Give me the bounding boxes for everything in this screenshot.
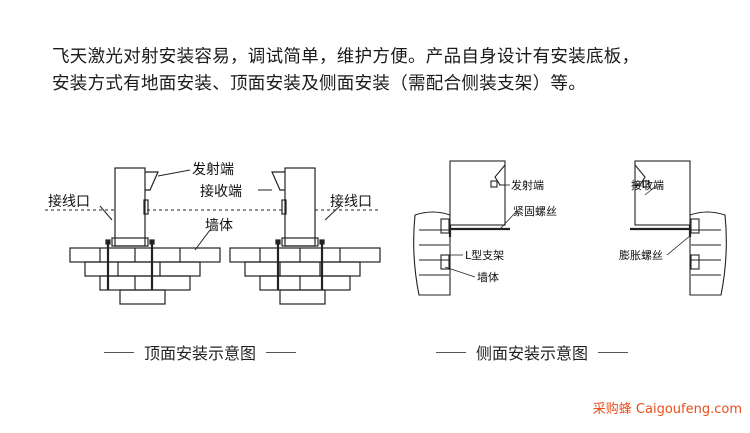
- caption-dash-left: [104, 351, 134, 353]
- label-receiver: 接收端: [200, 183, 242, 200]
- right-wall: [229, 247, 381, 305]
- left-wall-side: [413, 211, 451, 296]
- caption-dash-right: [266, 351, 297, 353]
- label-wall: 墙体: [205, 218, 233, 234]
- label-side-receiver: 接收端: [631, 178, 664, 192]
- left-device: [105, 167, 159, 290]
- side-mount-diagram: 发射端 紧固螺丝 L型支架 墙体 接收端 膨胀螺丝: [405, 155, 735, 305]
- side-mount-drawing: 发射端 紧固螺丝 L型支架 墙体 接收端 膨胀螺丝: [413, 160, 727, 296]
- label-port-right: 接线口: [330, 193, 372, 210]
- label-side-emitter: 发射端: [511, 178, 544, 192]
- label-side-expansion-bolt: 膨胀螺丝: [619, 248, 663, 262]
- intro-line-1: 飞天激光对射安装容易，调试简单，维护方便。产品自身设计有安装底板，: [52, 47, 640, 67]
- top-mount-caption: 顶面安装示意图: [104, 340, 297, 364]
- right-device: [271, 167, 325, 290]
- label-emitter: 发射端: [192, 162, 234, 178]
- label-side-wall: 墙体: [477, 270, 499, 284]
- top-mount-diagram: 发射端 接收端 接线口 接线口 墙体: [40, 150, 400, 320]
- top-mount-caption-text: 顶面安装示意图: [144, 344, 257, 363]
- top-mount-drawing: 发射端 接收端 接线口 接线口 墙体: [45, 162, 381, 305]
- caption-dash-left: [436, 351, 466, 353]
- intro-text: 飞天激光对射安装容易，调试简单，维护方便。产品自身设计有安装底板， 安装方式有地…: [52, 44, 742, 98]
- watermark: 采购蜂 Caigoufeng.com: [592, 402, 742, 417]
- side-mount-caption: 侧面安装示意图: [436, 340, 629, 364]
- label-port-left: 接线口: [48, 193, 90, 210]
- left-wall: [69, 247, 221, 305]
- right-wall-side: [689, 211, 727, 296]
- intro-line-2: 安装方式有地面安装、顶面安装及侧面安装（需配合侧装支架）等。: [52, 74, 586, 94]
- side-mount-caption-text: 侧面安装示意图: [476, 344, 589, 363]
- label-side-bracket: L型支架: [465, 248, 504, 262]
- label-side-bolt: 紧固螺丝: [513, 205, 557, 218]
- caption-dash-right: [598, 351, 629, 353]
